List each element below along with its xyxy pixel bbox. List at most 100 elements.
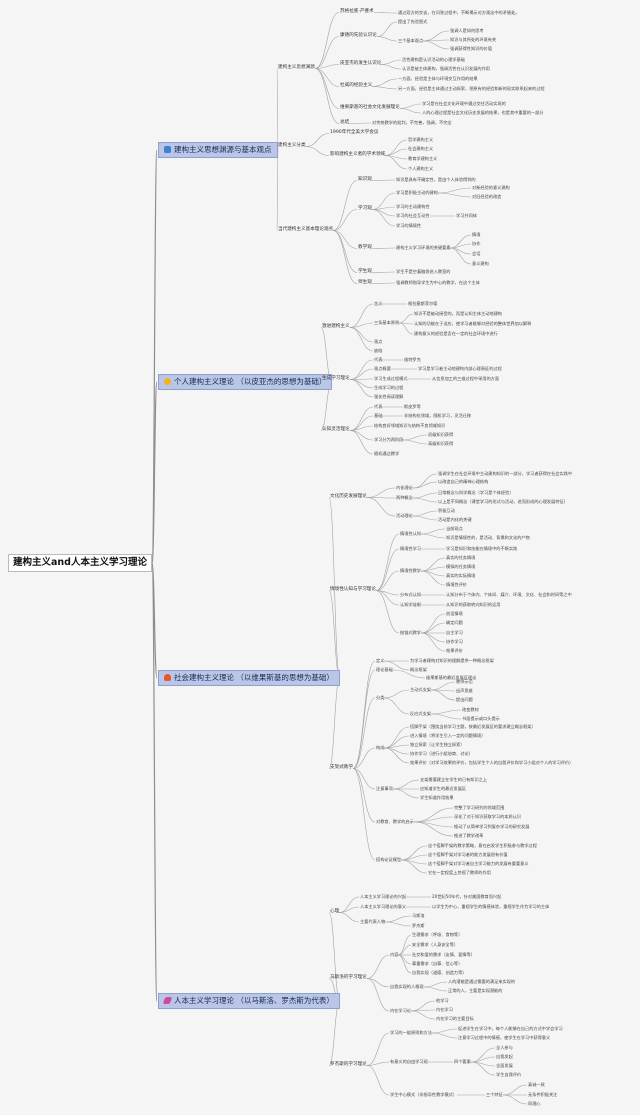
flame-icon — [164, 674, 171, 681]
b2-cf-rep-1: 斯皮罗等 — [404, 404, 421, 409]
b3-internalization-1: 强调学生在社会环境中主动建构知识的一部分，学习者获得在社会实践中 — [438, 471, 573, 476]
b4-rogers-theory[interactable]: 罗杰斯的学习理论 — [330, 1062, 367, 1067]
b3-scaf-reactive: 反应式支架 — [410, 711, 431, 716]
b1-fields[interactable]: 影响建构主义者的学术领域 — [330, 152, 386, 157]
b4-maslow-content[interactable]: 内容 — [390, 952, 399, 957]
connector-line — [349, 379, 374, 398]
b3-scaf-impl-1: 完整了学习研究的领域范围 — [454, 805, 505, 810]
b3-situated-learning[interactable]: 情境性学习 — [400, 546, 421, 551]
b4-element-whole-person: 全人参与 — [496, 1045, 513, 1050]
b3-scaf-impl-4: 推进了教学改革 — [454, 833, 484, 838]
b3-anchored-4: 协作学习 — [446, 639, 463, 644]
b3-anchored[interactable]: 抛锚式教学 — [400, 630, 421, 635]
b2-generative[interactable]: 生成学习理论 — [322, 376, 350, 381]
b3-situated-cognition[interactable]: 情境性认知 — [400, 531, 421, 536]
b2-three-principles[interactable]: 三条基本原则 — [374, 320, 400, 325]
b2-gen-process: 生成学习的过程 — [374, 385, 404, 390]
connector-line — [314, 68, 340, 109]
connector-line — [349, 430, 374, 455]
b2-radical[interactable]: 激进建构主义 — [322, 324, 350, 329]
b1-socrates[interactable]: 苏格拉底·产婆术 — [340, 9, 374, 14]
b1-teaching-view[interactable]: 教学观 — [358, 245, 372, 250]
connector-line — [349, 368, 374, 380]
b1-summary[interactable]: 总结 — [340, 120, 350, 125]
b2-gen-overview: 观点概要 — [374, 366, 391, 371]
b3-scaf-composition[interactable]: 构成 — [376, 745, 385, 750]
connector-line — [420, 528, 446, 535]
b3-distributed[interactable]: 分布式认知 — [400, 592, 421, 597]
b4-student-centered[interactable]: 学生中心模式（非指导性教学模式） — [390, 1092, 458, 1097]
connector-line — [383, 660, 410, 671]
b1-contemporary-views[interactable]: 当代建构主义基本理论观点 — [278, 227, 334, 232]
b3-scaf-basis[interactable]: 理论基础 — [376, 667, 393, 672]
b4-three-features: 三个特征 — [486, 1092, 503, 1097]
b3-distributed-1: 认知分布于个体内、个体间、媒介、环境、文化、社会和时间等之中 — [446, 592, 572, 597]
b4-element-pervasive: 全面发展 — [496, 1063, 513, 1068]
b4-maslow-theory[interactable]: 马斯洛的学习理论 — [330, 975, 367, 980]
connector-line — [376, 36, 398, 42]
connector-line — [420, 570, 446, 586]
b3-situated-teaching[interactable]: 情境性教学 — [400, 568, 421, 573]
b3-apprenticeship[interactable]: 认知学徒制 — [400, 602, 421, 607]
branch-humanistic-learning[interactable]: 人本主义学习理论 （以马斯洛、罗杰斯为代表） — [158, 993, 340, 1009]
b1-dewey[interactable]: 杜威的经验主义 — [340, 83, 373, 88]
b1-kant[interactable]: 康德的先验认识论 — [340, 33, 377, 38]
branch-constructivism-origins[interactable]: 建构主义思想渊源与基本观点 — [158, 142, 278, 158]
connector-line — [371, 179, 396, 181]
branch-social-constructivism[interactable]: 社会建构主义理论 （以维果斯基的思想为基础） — [158, 670, 340, 686]
connector-line — [352, 768, 376, 790]
connector-line — [375, 570, 400, 591]
b3-scaffolding[interactable]: 支架式教学 — [330, 765, 353, 770]
b1-knowledge-view[interactable]: 知识观 — [358, 177, 372, 182]
b4-rise[interactable]: 人本主义学习理论的兴起 — [360, 894, 407, 899]
b4-psychology[interactable]: 心理 — [330, 909, 340, 914]
connector-line — [420, 533, 446, 539]
b1-learning-view[interactable]: 学习观 — [358, 206, 372, 211]
connector-line — [420, 622, 446, 634]
b3-two-concepts[interactable]: 两种概念 — [396, 495, 413, 500]
root-topic[interactable]: 建构主义and人本主义学习理论 — [8, 554, 152, 572]
b1-piaget[interactable]: 皮亚杰的发生认识论 — [340, 61, 382, 66]
connector-line — [338, 906, 360, 913]
b1-dewey-1: 一方面，经验是主体与环境交互作用的结果 — [398, 76, 478, 81]
connector-line — [375, 548, 400, 591]
b3-scaf-definition[interactable]: 定义 — [376, 658, 385, 663]
b4-intrinsic-learning[interactable]: 内在学习论 — [390, 1008, 411, 1013]
b3-scaf-notes[interactable]: 注意事项 — [376, 786, 393, 791]
b1-vygotsky[interactable]: 维果斯基的社会文化发展理论 — [340, 105, 400, 110]
connector-line — [349, 327, 374, 352]
branch-individual-constructivism[interactable]: 个人建构主义理论 （以皮亚杰的思想为基础） — [158, 374, 333, 390]
b1-kant-2c: 强调获得性知识的价值 — [450, 46, 492, 51]
connector-line — [349, 425, 374, 431]
b3-cultural-history[interactable]: 文化历史发展理论 — [330, 494, 367, 499]
b2-cf-basis: 基础 — [374, 413, 383, 418]
b1-vygotsky-1: 学习是在社会文化环境中通过交往活动实现的 — [422, 101, 506, 106]
connector-line — [352, 669, 376, 769]
b1-teacher-view[interactable]: 师生观 — [358, 280, 372, 285]
b2-cognitive-flexibility[interactable]: 认知灵活理论 — [322, 427, 350, 432]
b1-learning-3: 学习的社会互动性 — [396, 213, 430, 218]
connector-line — [338, 912, 360, 923]
b1-classification[interactable]: 建构主义分类 — [278, 143, 306, 148]
b3-scaf-implications[interactable]: 对教育、教学的启示 — [376, 819, 414, 824]
b3-activity-theory[interactable]: 活动理论 — [396, 513, 413, 518]
b3-scaf-notes-1: 支架需要建立在学生的已有知识之上 — [420, 777, 488, 782]
b3-situated-teaching-4: 情境性评价 — [446, 582, 467, 587]
connector-line — [332, 230, 358, 273]
b3-situated[interactable]: 情境性认知与学习理论 — [330, 587, 376, 592]
b4-representatives[interactable]: 主要代表人物 — [360, 919, 386, 924]
b4-self-actualization-view[interactable]: 自我实现的人格观 — [390, 984, 424, 989]
connector-line — [383, 689, 410, 699]
b3-scaf-types[interactable]: 分类 — [376, 695, 385, 700]
b4-free-learning[interactable]: 有意义的自由学习观 — [390, 1059, 428, 1064]
b4-rogers: 罗杰斯 — [412, 923, 425, 928]
connector-line — [410, 1000, 436, 1012]
b4-significance[interactable]: 人本主义学习理论的意义 — [360, 904, 407, 909]
b4-general-principles[interactable]: 学习的一般原则和方法 — [390, 1030, 432, 1035]
b3-internalization[interactable]: 内化理论 — [396, 485, 413, 490]
connector-line — [413, 821, 454, 837]
b3-scaf-model[interactable]: 搭构论证模型 — [376, 857, 402, 862]
b1-origins[interactable]: 建构主义思想渊源 — [278, 65, 315, 70]
b1-student-view[interactable]: 学生观 — [358, 269, 372, 274]
connector-line — [400, 845, 428, 861]
